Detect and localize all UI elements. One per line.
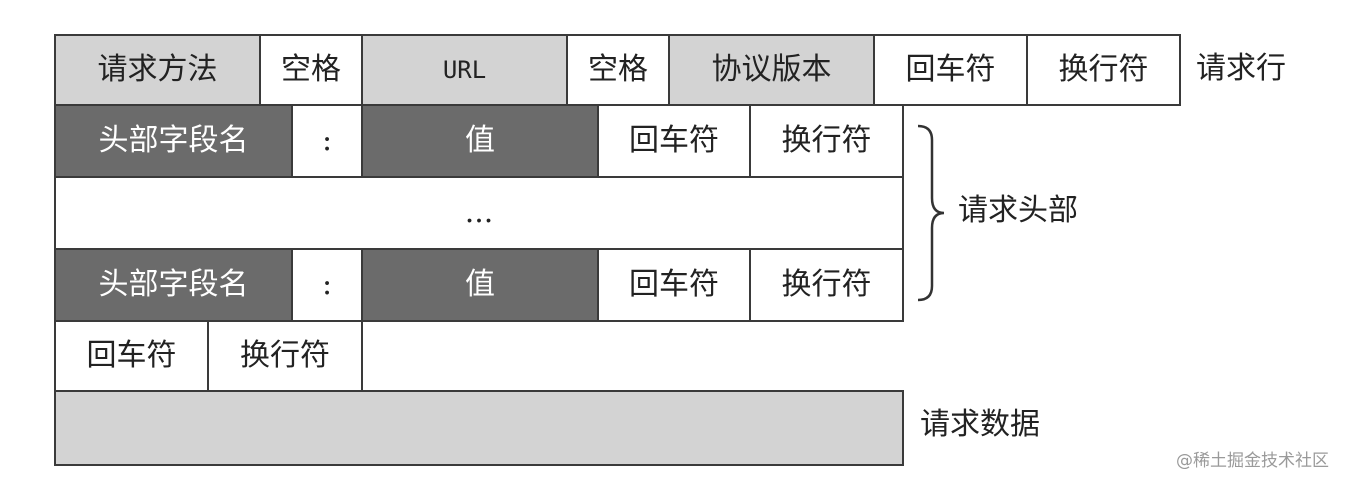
request-method-cell: 请求方法 xyxy=(54,34,261,106)
line-feed-cell: 换行符 xyxy=(749,248,904,322)
request-body-cell xyxy=(54,390,904,466)
header-field-name-cell: 头部字段名 xyxy=(54,104,293,178)
carriage-return-cell: 回车符 xyxy=(873,34,1028,106)
ellipsis-row: ... xyxy=(54,176,904,250)
carriage-return-cell: 回车符 xyxy=(597,248,751,322)
line-feed-cell: 换行符 xyxy=(207,320,363,392)
header-field-name-cell: 头部字段名 xyxy=(54,248,293,322)
space-cell: 空格 xyxy=(259,34,363,106)
colon-cell: : xyxy=(291,248,363,322)
url-cell: URL xyxy=(361,34,568,106)
watermark-text: @稀土掘金技术社区 xyxy=(1176,451,1329,471)
carriage-return-cell: 回车符 xyxy=(597,104,751,178)
line-feed-cell: 换行符 xyxy=(1026,34,1181,106)
request-line-label: 请求行 xyxy=(1196,51,1286,86)
request-body-label: 请求数据 xyxy=(920,407,1040,442)
colon-cell: : xyxy=(291,104,363,178)
carriage-return-cell: 回车符 xyxy=(54,320,209,392)
header-value-cell: 值 xyxy=(361,104,599,178)
line-feed-cell: 换行符 xyxy=(749,104,904,178)
request-headers-label: 请求头部 xyxy=(958,193,1078,228)
header-value-cell: 值 xyxy=(361,248,599,322)
space-cell: 空格 xyxy=(566,34,670,106)
curly-brace xyxy=(917,124,945,302)
protocol-version-cell: 协议版本 xyxy=(668,34,875,106)
